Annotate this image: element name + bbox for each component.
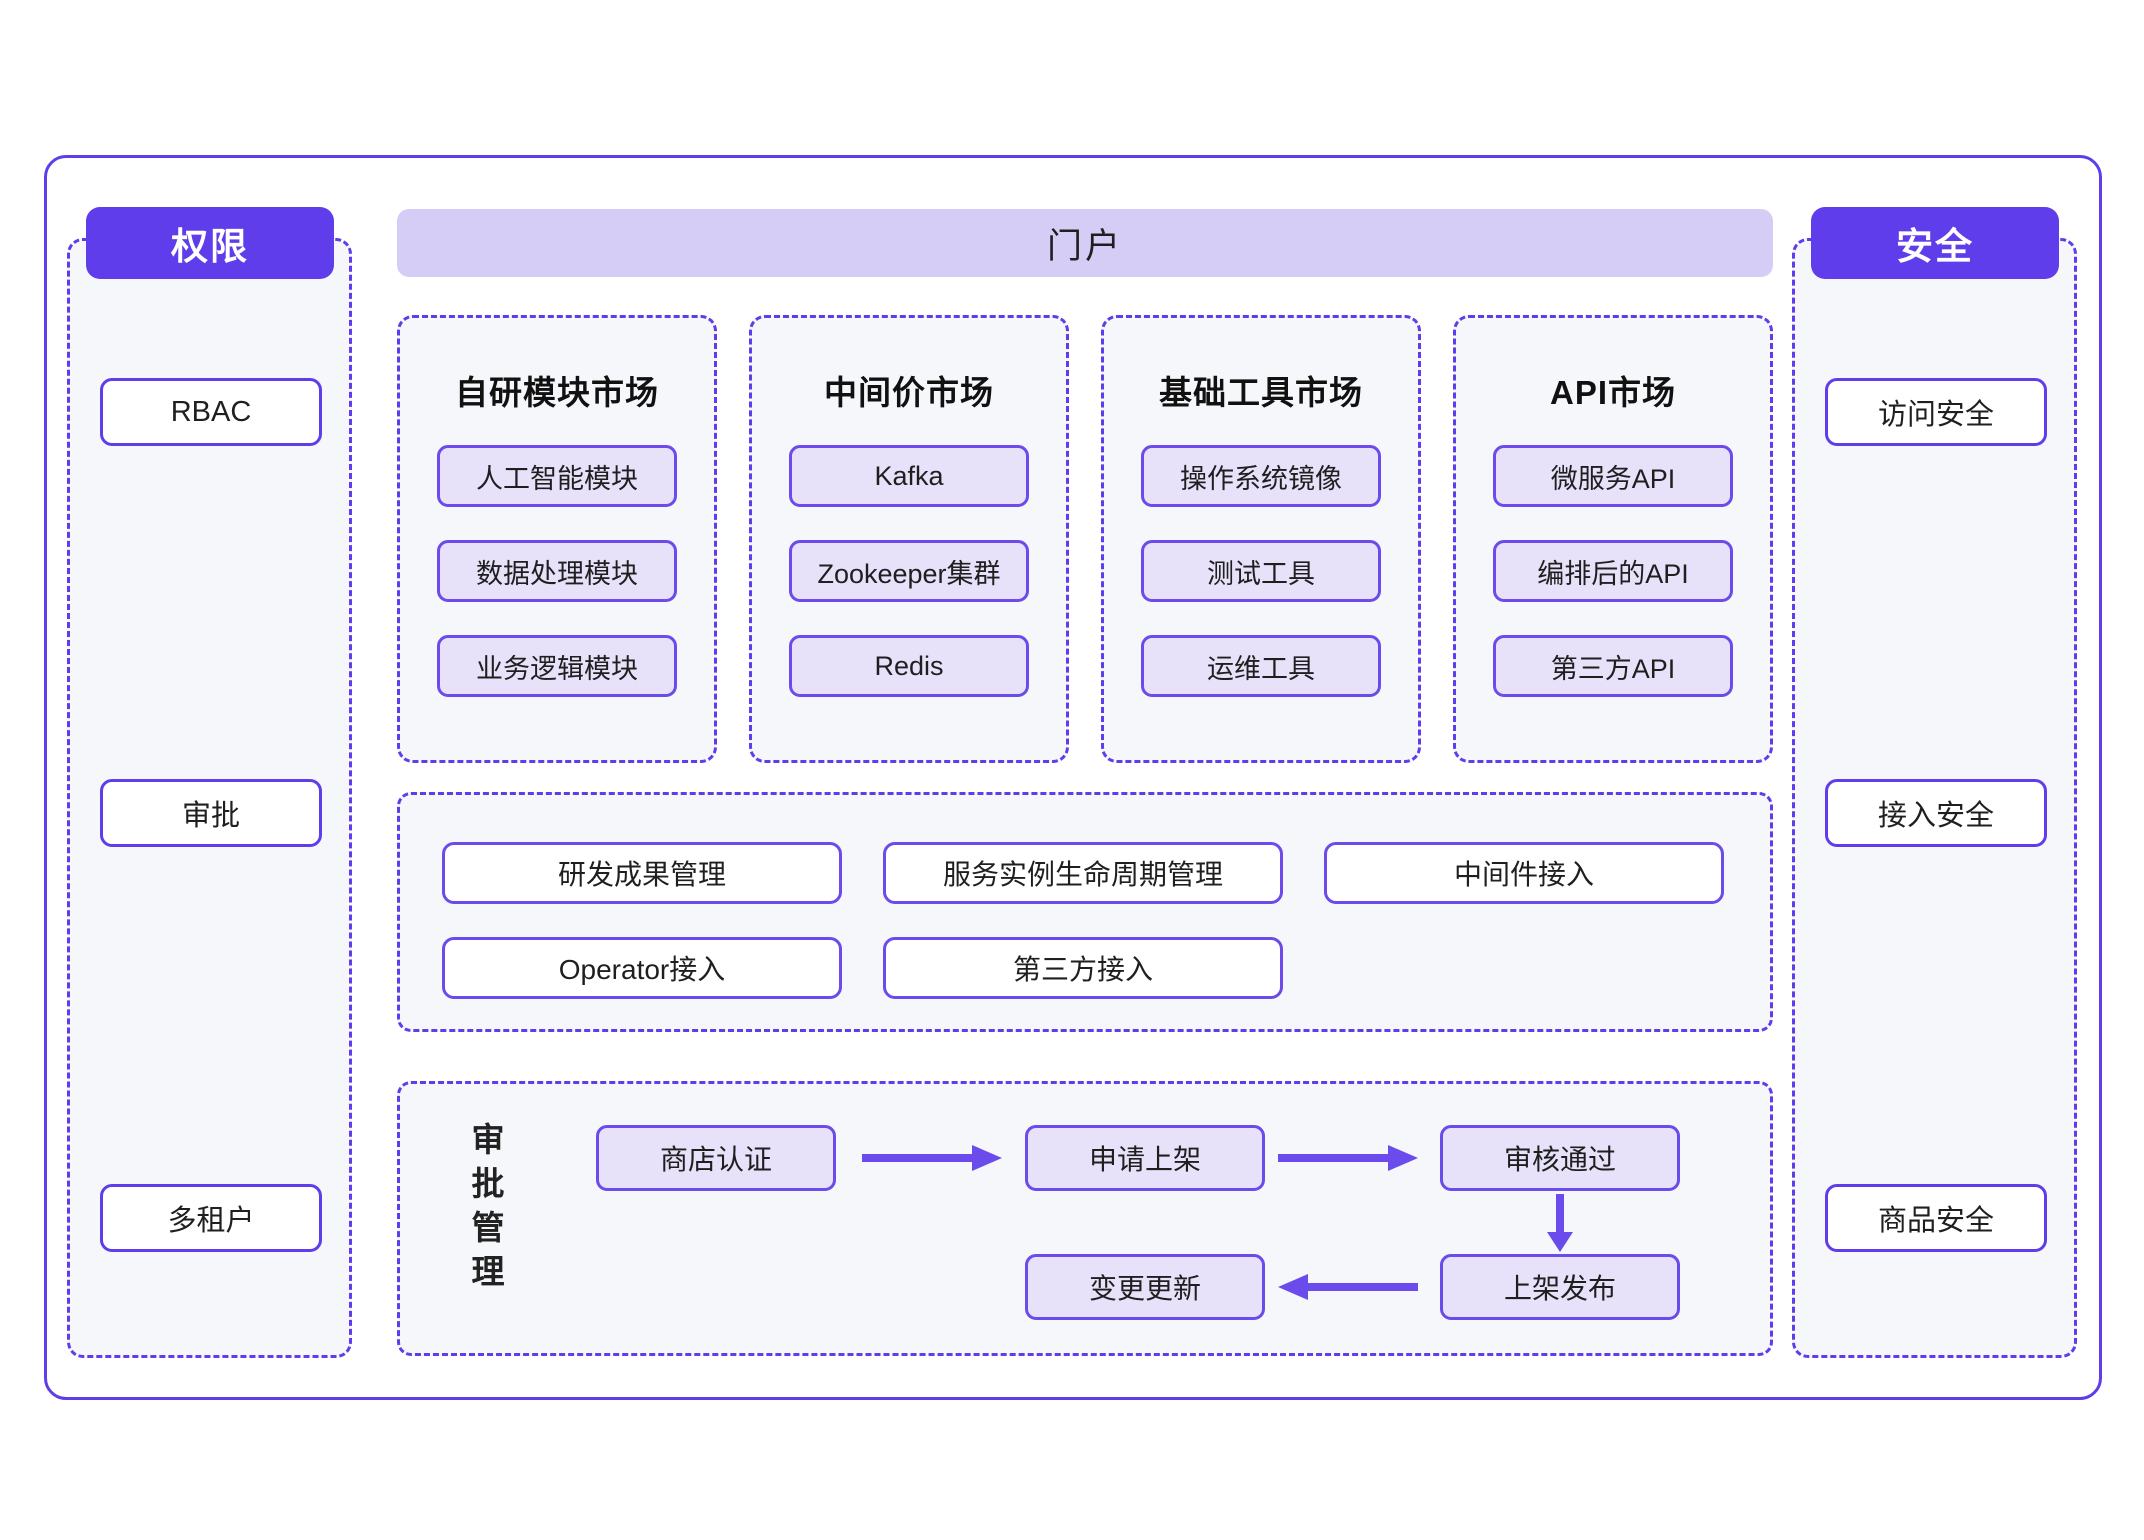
security-item-access[interactable]: 访问安全 [1825, 378, 2047, 446]
workflow-node-apply-listing[interactable]: 申请上架 [1025, 1125, 1265, 1191]
arrow-right-icon [1278, 1143, 1418, 1173]
market-item[interactable]: 微服务API [1493, 445, 1733, 507]
market-title: 基础工具市场 [1159, 374, 1363, 411]
market-item[interactable]: 第三方API [1493, 635, 1733, 697]
workflow-node-store-certification[interactable]: 商店认证 [596, 1125, 836, 1191]
market-item[interactable]: Kafka [789, 445, 1029, 507]
market-card-base-tools: 基础工具市场 操作系统镜像 测试工具 运维工具 [1101, 315, 1421, 763]
security-badge: 安全 [1811, 207, 2059, 279]
arrow-left-icon [1278, 1272, 1418, 1302]
market-item[interactable]: 业务逻辑模块 [437, 635, 677, 697]
security-item-connection[interactable]: 接入安全 [1825, 779, 2047, 847]
management-box-middleware-access[interactable]: 中间件接入 [1324, 842, 1724, 904]
permissions-item-rbac[interactable]: RBAC [100, 378, 322, 446]
permissions-badge: 权限 [86, 207, 334, 279]
workflow-node-publish[interactable]: 上架发布 [1440, 1254, 1680, 1320]
market-card-self-developed: 自研模块市场 人工智能模块 数据处理模块 业务逻辑模块 [397, 315, 717, 763]
management-section: 研发成果管理 服务实例生命周期管理 中间件接入 Operator接入 第三方接入 [397, 792, 1773, 1032]
management-box-thirdparty-access[interactable]: 第三方接入 [883, 937, 1283, 999]
portal-header: 门户 [397, 209, 1773, 277]
approval-workflow-section: 审批管理 商店认证 申请上架 审核通过 上架发布 变更更新 [397, 1081, 1773, 1356]
market-card-api: API市场 微服务API 编排后的API 第三方API [1453, 315, 1773, 763]
management-box-rnd-assets[interactable]: 研发成果管理 [442, 842, 842, 904]
market-item[interactable]: 运维工具 [1141, 635, 1381, 697]
market-item[interactable]: 人工智能模块 [437, 445, 677, 507]
market-title: 中间价市场 [824, 374, 994, 411]
workflow-node-change-update[interactable]: 变更更新 [1025, 1254, 1265, 1320]
permissions-item-multitenant[interactable]: 多租户 [100, 1184, 322, 1252]
market-item[interactable]: Redis [789, 635, 1029, 697]
workflow-node-review-passed[interactable]: 审核通过 [1440, 1125, 1680, 1191]
arrow-down-icon [1545, 1194, 1575, 1252]
security-panel: 访问安全 接入安全 商品安全 [1792, 238, 2077, 1358]
permissions-panel: RBAC 审批 多租户 [67, 238, 352, 1358]
market-item[interactable]: 数据处理模块 [437, 540, 677, 602]
market-title: API市场 [1549, 374, 1676, 411]
markets-row: 自研模块市场 人工智能模块 数据处理模块 业务逻辑模块 中间价市场 Kafka … [397, 315, 1773, 763]
approval-management-label: 审批管理 [467, 1122, 504, 1298]
market-card-middleware: 中间价市场 Kafka Zookeeper集群 Redis [749, 315, 1069, 763]
arrow-right-icon [862, 1143, 1002, 1173]
market-title: 自研模块市场 [455, 374, 659, 411]
permissions-item-approval[interactable]: 审批 [100, 779, 322, 847]
market-item[interactable]: 编排后的API [1493, 540, 1733, 602]
management-box-service-lifecycle[interactable]: 服务实例生命周期管理 [883, 842, 1283, 904]
market-item[interactable]: Zookeeper集群 [789, 540, 1029, 602]
market-item[interactable]: 操作系统镜像 [1141, 445, 1381, 507]
market-item[interactable]: 测试工具 [1141, 540, 1381, 602]
management-box-operator-access[interactable]: Operator接入 [442, 937, 842, 999]
security-item-product[interactable]: 商品安全 [1825, 1184, 2047, 1252]
